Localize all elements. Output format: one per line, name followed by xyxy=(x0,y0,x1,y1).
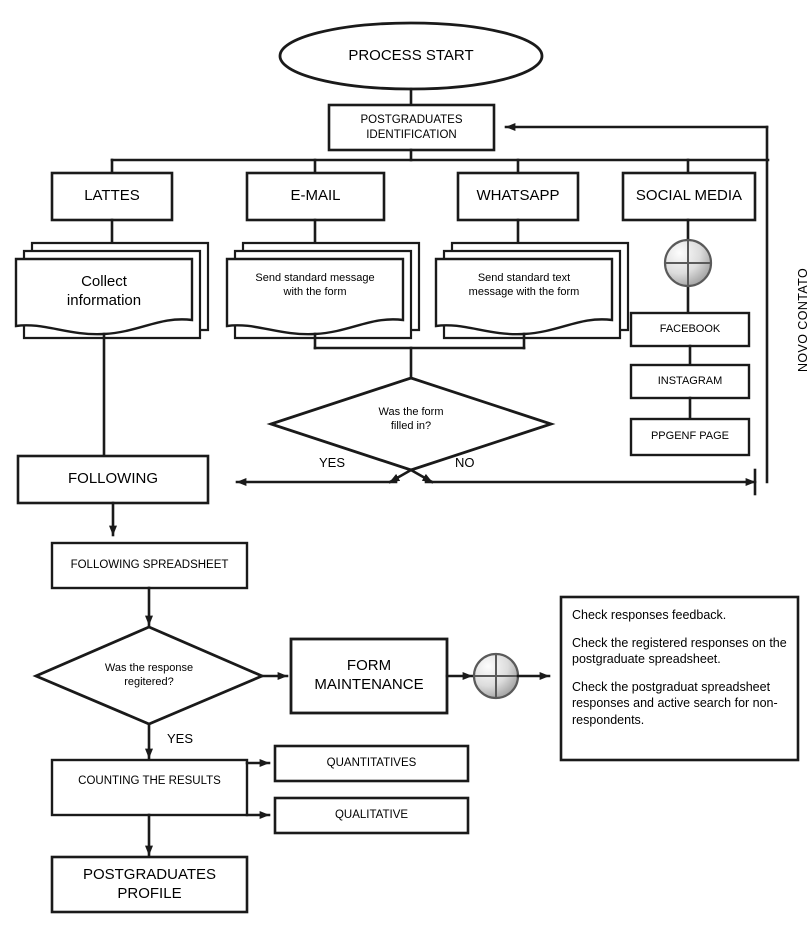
node-postgraduates-profile-shape xyxy=(50,855,249,914)
node-quantitatives-shape xyxy=(273,744,470,783)
node-whatsapp-shape xyxy=(456,171,580,222)
node-email[interactable] xyxy=(247,173,384,220)
connector-form-maintenance[interactable] xyxy=(474,654,518,698)
node-qualitative[interactable] xyxy=(275,798,468,833)
node-response-registered-decision[interactable] xyxy=(36,627,262,724)
node-form-maintenance-shape xyxy=(289,637,449,715)
node-facebook[interactable] xyxy=(631,313,749,346)
note-line-3: Check the postgraduat spreadsheet respon… xyxy=(572,679,778,727)
node-send-standard-text-message-shape xyxy=(434,241,630,340)
connector-social-media[interactable] xyxy=(665,240,711,286)
note-line-2: Check the registered responses on the po… xyxy=(572,635,787,667)
node-following-shape xyxy=(16,454,210,505)
node-quantitatives[interactable] xyxy=(275,746,468,781)
node-following[interactable] xyxy=(18,456,208,503)
node-whatsapp[interactable] xyxy=(458,173,578,220)
node-ppgenf-page-shape xyxy=(629,417,751,457)
node-postgraduates-identification-shape xyxy=(327,103,496,152)
note-maintenance-shape xyxy=(559,595,800,762)
node-postgraduates-identification[interactable] xyxy=(329,105,494,150)
node-send-standard-text-message[interactable] xyxy=(436,243,628,338)
node-counting-the-results[interactable] xyxy=(52,760,247,815)
node-collect-information-shape xyxy=(14,241,210,340)
node-instagram-shape xyxy=(629,363,751,400)
node-counting-the-results-shape xyxy=(50,758,249,817)
note-line-1: Check responses feedback. xyxy=(572,608,727,622)
node-lattes-shape xyxy=(50,171,174,222)
node-form-maintenance[interactable] xyxy=(291,639,447,713)
node-instagram[interactable] xyxy=(631,365,749,398)
node-lattes[interactable] xyxy=(52,173,172,220)
node-following-spreadsheet-shape xyxy=(50,541,249,590)
node-qualitative-shape xyxy=(273,796,470,835)
node-send-standard-message[interactable] xyxy=(227,243,419,338)
node-social-media-shape xyxy=(621,171,757,222)
node-collect-information[interactable] xyxy=(16,243,208,338)
node-process-start[interactable] xyxy=(280,23,542,89)
node-social-media[interactable] xyxy=(623,173,755,220)
node-following-spreadsheet[interactable] xyxy=(52,543,247,588)
note-maintenance: Check responses feedback. Check the regi… xyxy=(561,597,798,760)
node-ppgenf-page[interactable] xyxy=(631,419,749,455)
node-facebook-shape xyxy=(629,311,751,348)
node-postgraduates-profile[interactable] xyxy=(52,857,247,912)
node-form-filled-decision[interactable] xyxy=(271,378,551,470)
node-send-standard-message-shape xyxy=(225,241,421,340)
